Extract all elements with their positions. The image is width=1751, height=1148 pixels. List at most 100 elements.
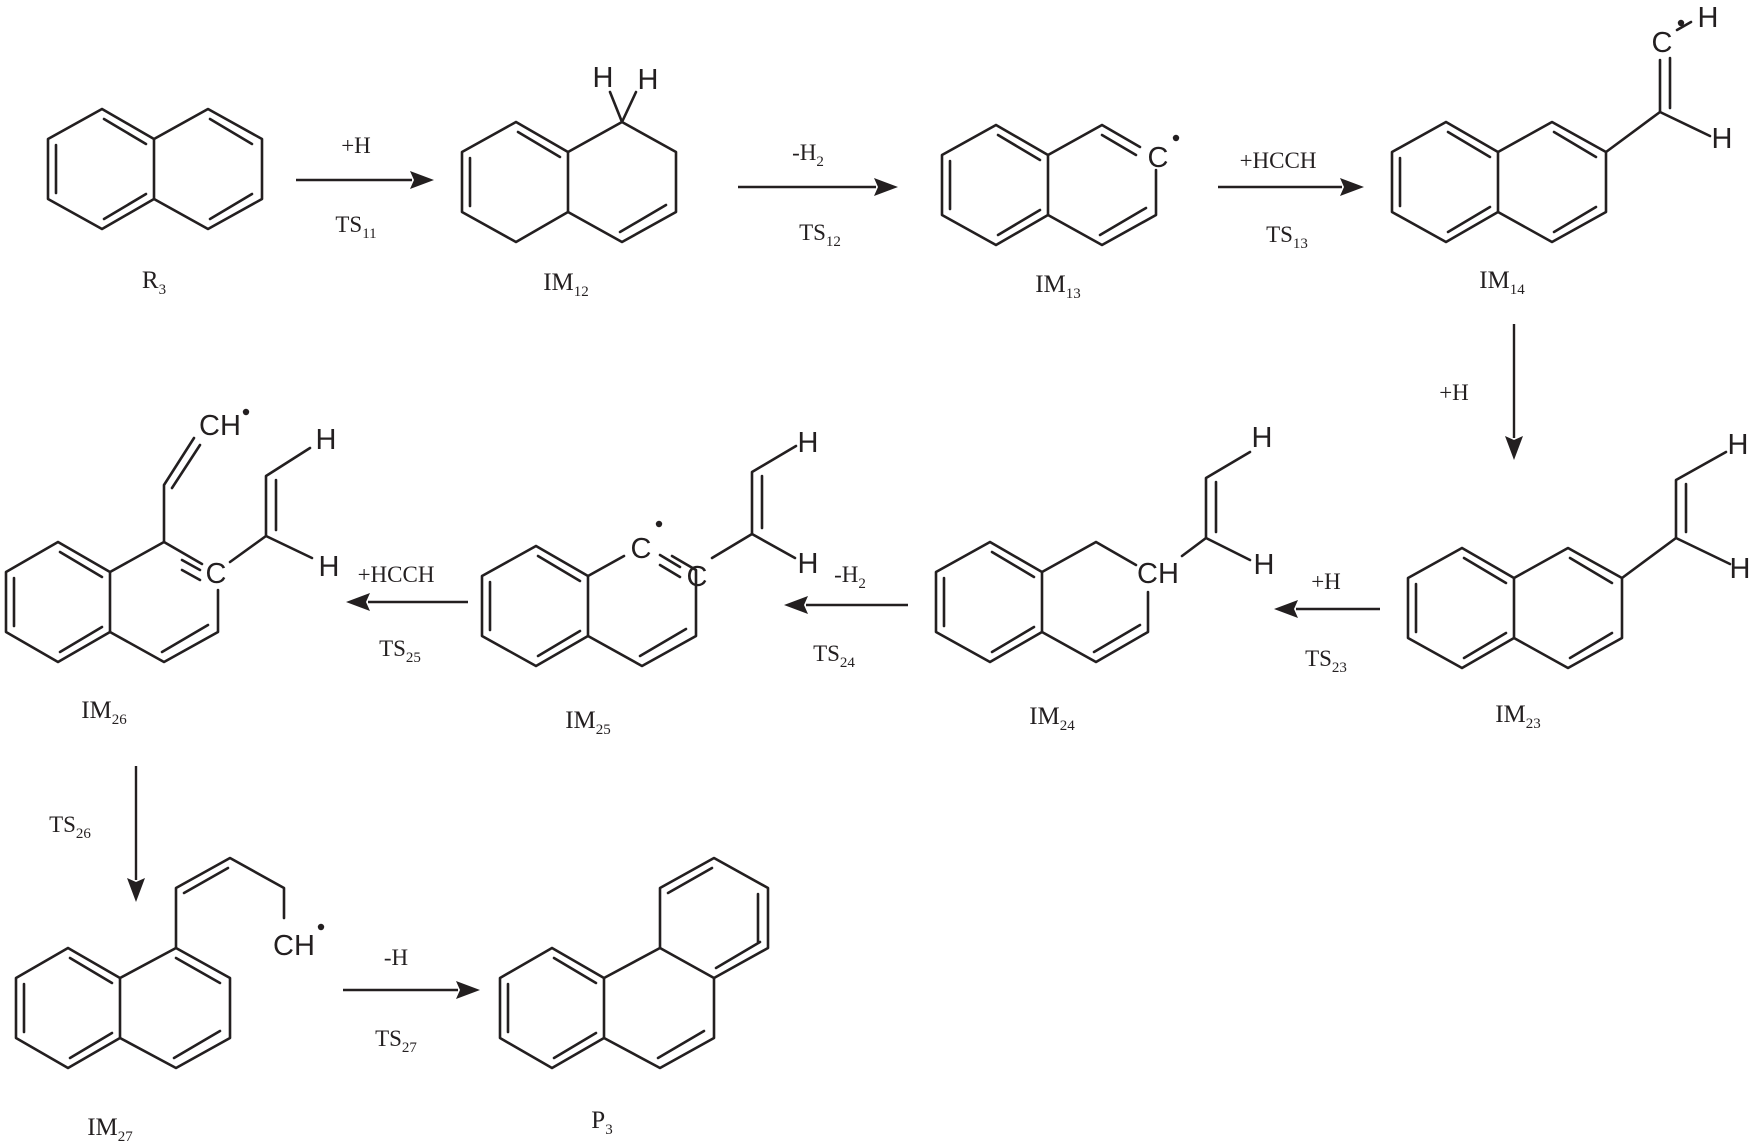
atom-h: H	[1728, 429, 1749, 461]
bond	[12, 550, 210, 654]
bond	[1204, 450, 1252, 540]
conditions-step-8: TS26	[49, 812, 91, 842]
arrow-step-7	[346, 593, 468, 611]
bond	[1675, 20, 1693, 32]
atom-h: H	[1698, 2, 1719, 34]
bond	[182, 866, 230, 895]
atom-h: H	[638, 64, 659, 96]
conditions-step-1: +H TS11	[335, 133, 376, 242]
bond	[1046, 123, 1158, 247]
bond	[506, 866, 762, 1060]
molecule-r3	[46, 107, 264, 231]
radical-dot	[242, 408, 250, 416]
bond	[1674, 450, 1728, 540]
molecule-im14: C H H	[1390, 2, 1733, 244]
molecule-im24: CH H H	[934, 422, 1275, 664]
atom-h: H	[319, 551, 340, 583]
molecule-im13: C	[940, 123, 1180, 247]
bond	[1604, 110, 1712, 154]
atom-ch: CH	[199, 410, 241, 442]
reagent-label: +HCCH	[358, 562, 435, 587]
bond	[602, 946, 716, 1070]
reagent-label: +H	[341, 133, 371, 158]
ts-label: TS24	[813, 641, 855, 671]
bond	[658, 553, 682, 579]
bond	[1658, 56, 1672, 114]
ts-label: TS12	[799, 220, 841, 250]
bond	[750, 444, 798, 536]
bond	[468, 130, 668, 234]
bond	[460, 120, 570, 244]
bond	[480, 544, 590, 668]
bond	[1406, 546, 1516, 670]
bond	[4, 540, 112, 664]
arrow-step-2	[738, 178, 898, 196]
species-label-im13: IM13	[1035, 271, 1081, 302]
reagent-label: +H	[1439, 380, 1469, 405]
ts-label: TS27	[375, 1026, 417, 1056]
atom-c: C	[1652, 27, 1673, 59]
conditions-step-3: +HCCH TS13	[1240, 148, 1317, 252]
arrow-step-4	[1505, 324, 1523, 460]
arrow-step-1	[296, 171, 434, 189]
conditions-step-2: -H2 TS12	[792, 140, 841, 250]
atom-c: C	[687, 561, 708, 593]
bond	[108, 540, 220, 664]
bond	[942, 550, 1142, 654]
arrow-step-5	[1274, 600, 1380, 618]
species-label-im14: IM14	[1479, 267, 1525, 298]
atom-h: H	[1252, 422, 1273, 454]
bond	[586, 554, 698, 668]
bond	[1512, 546, 1624, 670]
bond	[566, 120, 678, 244]
atom-c: C	[206, 558, 227, 590]
bond	[948, 133, 1148, 237]
reagent-label: +HCCH	[1240, 148, 1317, 173]
arrow-step-8	[127, 766, 145, 902]
atom-c: C	[1148, 142, 1169, 174]
bond	[162, 436, 202, 544]
bond	[1620, 536, 1732, 580]
molecule-im23: H H	[1406, 429, 1751, 670]
conditions-step-7: +HCCH TS25	[358, 562, 435, 666]
reagent-label: -H2	[792, 140, 824, 170]
ts-label: TS13	[1266, 222, 1308, 252]
conditions-step-5: +H TS23	[1305, 569, 1347, 676]
atom-h: H	[1254, 549, 1275, 581]
bond	[22, 956, 222, 1060]
atom-h: H	[1712, 123, 1733, 155]
bond	[1040, 540, 1150, 664]
conditions-step-4: +H	[1439, 380, 1469, 405]
molecule-im26: C CH H H	[4, 408, 340, 664]
molecule-p3	[498, 856, 770, 1070]
bond	[174, 856, 286, 950]
bond	[152, 107, 264, 231]
bond	[934, 540, 1044, 664]
species-label-im23: IM23	[1495, 701, 1541, 732]
bond	[1398, 130, 1598, 234]
bond	[658, 856, 770, 980]
atom-h: H	[798, 548, 819, 580]
bond	[46, 107, 156, 231]
ts-label: TS26	[49, 812, 91, 842]
radical-dot	[1677, 19, 1685, 27]
atom-ch: CH	[1137, 558, 1179, 590]
reagent-label: +H	[1311, 569, 1341, 594]
molecule-im12: H H	[460, 62, 678, 244]
species-label-p3: P3	[591, 1107, 612, 1138]
species-label-im12: IM12	[543, 269, 589, 300]
arrow-step-6	[784, 596, 908, 614]
ts-label: TS11	[335, 212, 376, 242]
bond	[180, 558, 202, 582]
atom-h: H	[316, 424, 337, 456]
ts-label: TS23	[1305, 646, 1347, 676]
bond	[14, 946, 122, 1070]
atom-h: H	[593, 62, 614, 94]
species-label-im24: IM24	[1029, 703, 1075, 734]
radical-dot	[655, 520, 663, 528]
species-label-im25: IM25	[565, 707, 611, 738]
bond	[118, 946, 232, 1070]
arrow-step-3	[1218, 178, 1364, 196]
atom-h: H	[1730, 553, 1751, 585]
